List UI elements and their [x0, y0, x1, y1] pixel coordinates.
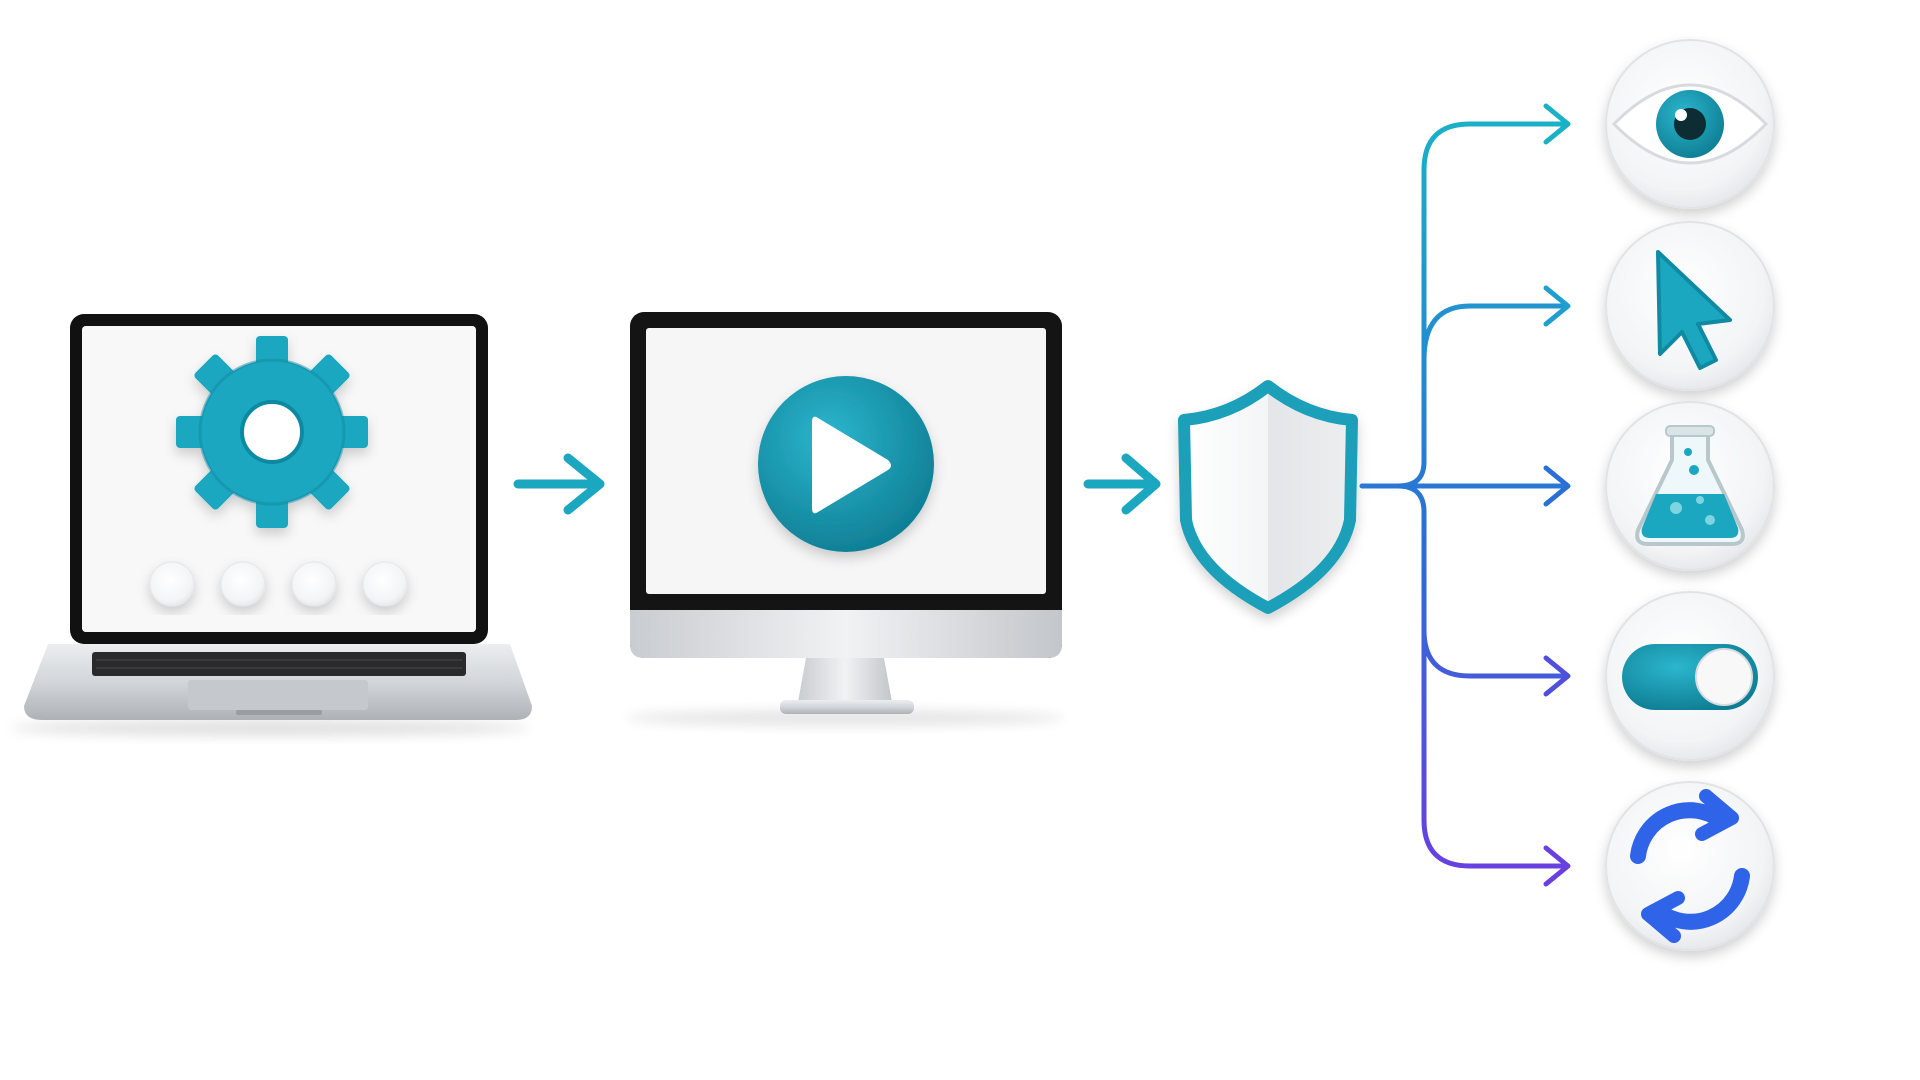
play-icon: [758, 376, 934, 552]
trackpad: [188, 680, 368, 710]
arrow-right-icon: [1083, 453, 1161, 515]
toggle-switch-icon: [1622, 644, 1758, 710]
gear-icon: [176, 336, 368, 528]
eye-icon: [1611, 83, 1769, 165]
branch-connectors: [1359, 121, 1569, 869]
laptop-device: [10, 314, 532, 736]
branch-arrowheads: [1543, 103, 1571, 887]
cursor-icon: [1656, 250, 1732, 370]
shield-icon: [1178, 380, 1358, 614]
arrow-right-icon: [513, 453, 605, 515]
loading-dots: [149, 561, 408, 607]
keyboard: [92, 652, 466, 676]
desktop-monitor-device: [625, 312, 1065, 726]
flask-icon: [1635, 425, 1745, 546]
refresh-cycle-icon: [1630, 789, 1750, 943]
